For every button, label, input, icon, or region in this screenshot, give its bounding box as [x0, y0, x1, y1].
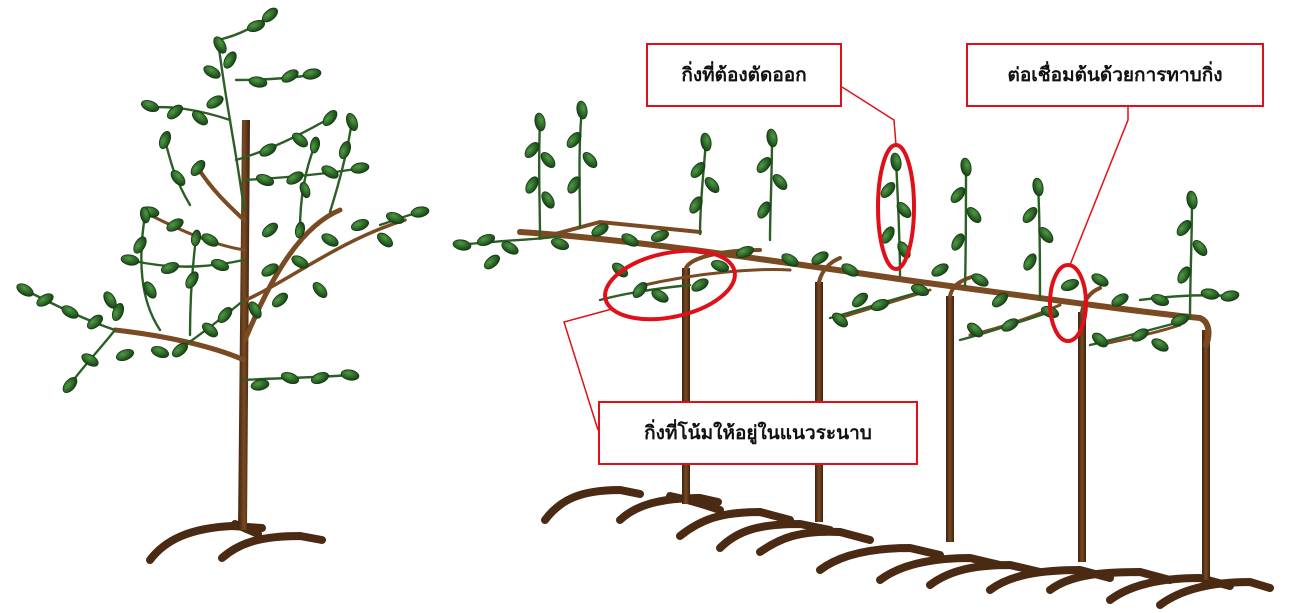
label-bend-branch: กิ่งที่โน้มให้อยู่ในแนวระนาบ [598, 401, 918, 465]
trellis-row [452, 100, 1270, 605]
annotation-marks [564, 87, 1128, 430]
tree-roots [150, 524, 322, 560]
standalone-tree [15, 5, 430, 560]
label-connect-trunk: ต่อเชื่อมต้นด้วยการทาบกิ่ง [966, 43, 1264, 107]
cut-branch-leader [842, 87, 896, 145]
label-cut-branch: กิ่งที่ต้องตัดออก [646, 43, 842, 107]
trellis-roots [545, 490, 1270, 605]
graft-leader [1070, 107, 1128, 265]
